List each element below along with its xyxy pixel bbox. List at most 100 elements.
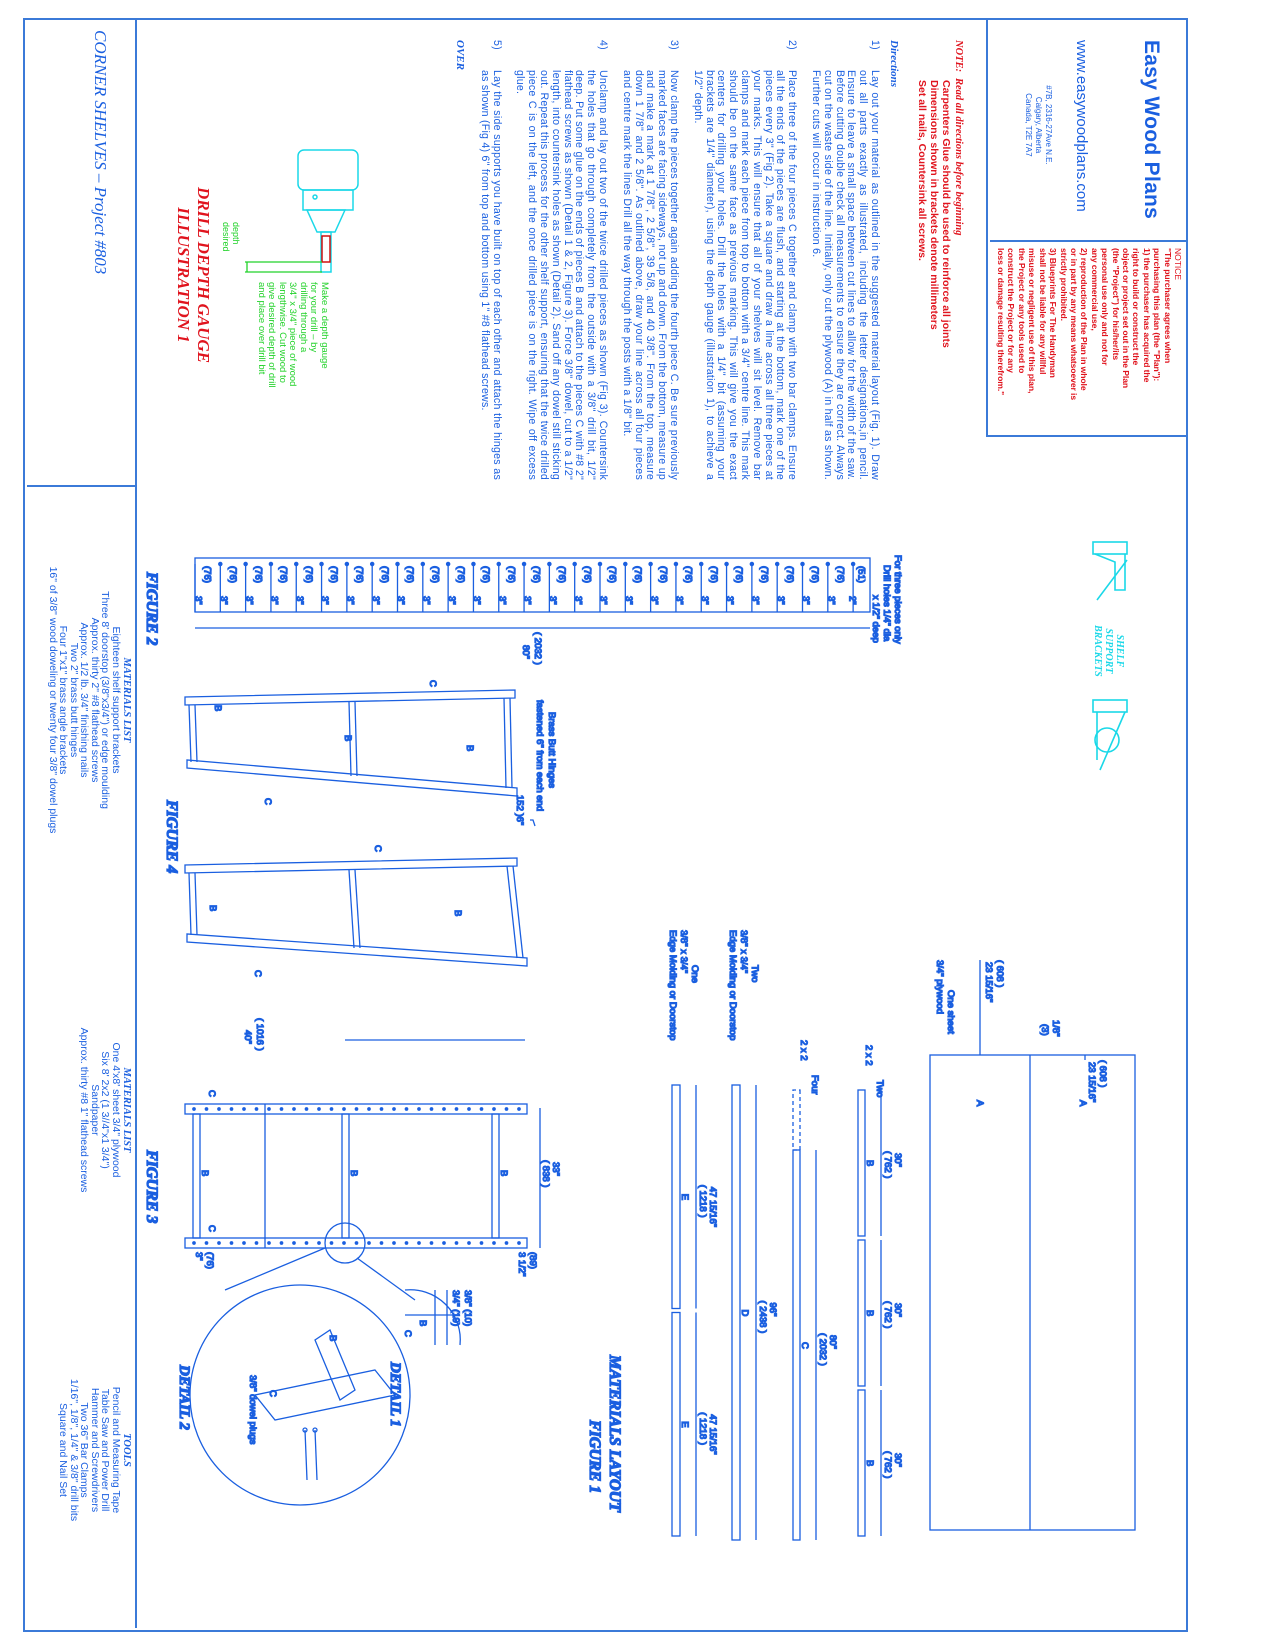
fig2-cell-in: 3" xyxy=(522,596,533,605)
rail-hole xyxy=(254,1107,259,1111)
width-in: 40" xyxy=(242,1030,253,1044)
strip-label: 2 x 2 xyxy=(863,1045,874,1066)
rail-hole xyxy=(454,1241,459,1245)
plywood-label: 3/4" plywood xyxy=(934,960,945,1014)
fig2-cell-mm: (76) xyxy=(632,566,643,583)
fig2-note-line: For three pieces only xyxy=(892,555,903,644)
rail-hole xyxy=(304,1107,309,1111)
rail-hole xyxy=(342,1107,346,1111)
fig2-cell-in: 3" xyxy=(319,596,330,605)
piece-c xyxy=(253,1369,397,1421)
depth-gauge-block xyxy=(321,235,331,263)
rail-hole xyxy=(254,1241,259,1245)
strip-dim-in: 96" xyxy=(767,1303,778,1317)
rail-label: C xyxy=(206,1090,217,1097)
rail-hole xyxy=(342,1241,346,1245)
strip-label: 3/8" x 3/4" xyxy=(738,930,749,973)
shelf-frame: B B C C xyxy=(184,844,528,978)
strip-dim-in: 30" xyxy=(892,1303,903,1317)
strip-dim-in: 30" xyxy=(892,1153,903,1167)
rail-hole xyxy=(429,1241,434,1245)
rail-hole xyxy=(504,1107,509,1111)
detail-1-title: DETAIL 1 xyxy=(387,1361,403,1427)
detail2-label: B xyxy=(327,1335,338,1341)
fig2-hole xyxy=(724,561,729,567)
fig2-hole xyxy=(648,561,653,567)
fig2-note-line: x 1/2" deep xyxy=(870,595,881,643)
figure-3: C C B B B ( 1016 ) 40" ( 838 ) 33" (89) … xyxy=(184,1017,562,1301)
fig2-cell-in: 3" xyxy=(800,596,811,605)
fig2-cell-mm: (76) xyxy=(455,566,466,583)
rail-label: C xyxy=(427,680,438,687)
fig2-cell-in: 3" xyxy=(193,596,204,605)
rail-hole xyxy=(379,1107,384,1111)
strip-piece xyxy=(857,1239,866,1387)
rail-hole xyxy=(467,1241,471,1245)
fig2-cell-in: 3" xyxy=(674,596,685,605)
rung-b xyxy=(341,1113,350,1239)
fig2-cell-in: 3" xyxy=(496,596,507,605)
hinge-note-line: fastened 6" from each end xyxy=(534,700,545,811)
fig2-cell-mm: (76) xyxy=(404,566,415,583)
rail-hole xyxy=(279,1241,284,1245)
fig2-cell-mm: (76) xyxy=(505,566,516,583)
rail-label: C xyxy=(206,1225,217,1232)
rail-hole xyxy=(217,1107,221,1111)
detail1-dim: 3/8" (10) xyxy=(462,1290,473,1326)
fig2-hole xyxy=(850,561,856,567)
fig2-cell-in: 3" xyxy=(370,596,381,605)
fig2-cell-mm: (76) xyxy=(354,566,365,583)
strip-part: C xyxy=(799,1342,810,1349)
top-in: 3 1/2" xyxy=(516,1252,527,1277)
fig2-cell-mm: (76) xyxy=(733,566,744,583)
fig2-hole xyxy=(218,561,223,567)
fig2-hole xyxy=(673,561,679,567)
detail2-label: C xyxy=(267,1390,278,1397)
plywood-label: One sheet xyxy=(945,990,956,1034)
fig2-hole xyxy=(420,561,426,567)
rail-hole xyxy=(379,1241,384,1245)
fig2-cell-mm: (76) xyxy=(657,566,668,583)
fig2-cell-in: 3" xyxy=(395,596,406,605)
rail-hole xyxy=(517,1241,521,1245)
rail-hole xyxy=(192,1107,196,1111)
figure-1: A A ( 608 ) 23 15/16" ( 608 ) 23 15/16" … xyxy=(585,929,1136,1541)
strip-part: E xyxy=(679,1421,690,1427)
rail-hole xyxy=(242,1241,246,1245)
fig2-hole xyxy=(800,561,805,567)
detail1-label: C xyxy=(402,1330,413,1337)
rail-hole xyxy=(467,1107,471,1111)
rail-hole xyxy=(204,1107,209,1111)
strip-waste xyxy=(792,1089,801,1151)
fig2-cell-mm: (76) xyxy=(227,566,238,583)
rung-label: B xyxy=(348,1170,359,1176)
kerf-label: (3) xyxy=(1039,1024,1050,1036)
fig2-cell-in: 3" xyxy=(547,596,558,605)
fig2-hole xyxy=(471,561,476,567)
fig2-cell-in: 3" xyxy=(623,596,634,605)
figure-4-title: FIGURE 4 xyxy=(163,799,180,873)
fig2-cell-mm: (76) xyxy=(759,566,770,583)
rung-label: B xyxy=(498,1170,509,1176)
fig2-cell-mm: (76) xyxy=(252,566,263,583)
fig2-cell-in: 3" xyxy=(648,596,659,605)
fig2-cell-mm: (76) xyxy=(379,566,390,583)
figure-4: B B B C C B B C C Brass Butt Hinges fast… xyxy=(184,679,558,978)
rail-c xyxy=(184,1237,528,1249)
rail-hole xyxy=(492,1241,496,1245)
fig2-cell-in: 3" xyxy=(750,596,761,605)
rail-hole xyxy=(517,1107,521,1111)
rail-hole xyxy=(504,1241,509,1245)
fig2-hole xyxy=(293,561,299,567)
dowel-label: 3/8" dowel plugs xyxy=(247,1375,258,1445)
detail-callout-circle xyxy=(324,1222,366,1264)
figure-1-subtitle: FIGURE 1 xyxy=(586,1419,603,1493)
height-mm: ( 838 ) xyxy=(540,1160,551,1187)
fig2-cell-mm: (76) xyxy=(278,566,289,583)
rail-hole xyxy=(442,1107,446,1111)
figure-3-title: FIGURE 3 xyxy=(143,1149,160,1223)
strip-dim-mm: ( 762 ) xyxy=(882,1151,893,1178)
fig2-cell-mm: (76) xyxy=(708,566,719,583)
fig2-cell-mm: (76) xyxy=(202,566,213,583)
